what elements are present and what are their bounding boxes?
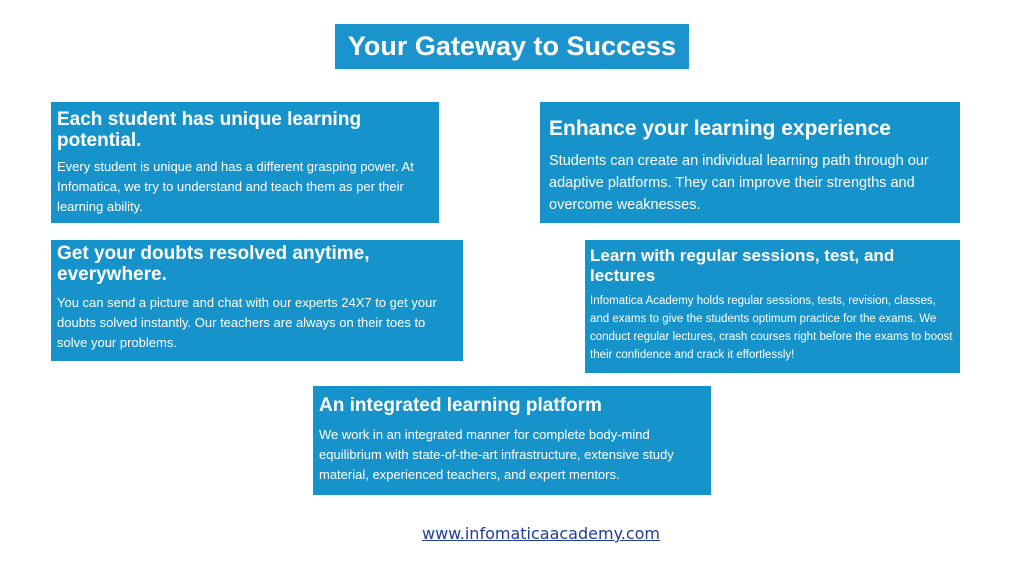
- card-heading: Enhance your learning experience: [549, 117, 891, 140]
- card-integrated-platform: An integrated learning platform We work …: [313, 386, 711, 495]
- card-heading: An integrated learning platform: [319, 395, 602, 416]
- card-heading: Each student has unique learning potenti…: [57, 109, 362, 151]
- card-body: Every student is unique and has a differ…: [57, 159, 414, 214]
- card-doubts-resolved: Get your doubts resolved anytime, everyw…: [51, 240, 463, 361]
- card-heading: Get your doubts resolved anytime, everyw…: [57, 243, 370, 285]
- slide-title: Your Gateway to Success: [335, 24, 689, 69]
- card-unique-potential: Each student has unique learning potenti…: [51, 102, 439, 223]
- website-link[interactable]: www.infomaticaacademy.com: [421, 524, 661, 543]
- card-heading: Learn with regular sessions, test, and l…: [590, 246, 895, 285]
- card-body: Infomatica Academy holds regular session…: [590, 295, 953, 361]
- card-body: We work in an integrated manner for comp…: [319, 427, 674, 482]
- card-enhance-experience: Enhance your learning experience Student…: [540, 102, 960, 223]
- card-body: You can send a picture and chat with our…: [57, 295, 437, 350]
- card-regular-sessions: Learn with regular sessions, test, and l…: [585, 240, 960, 373]
- card-body: Students can create an individual learni…: [549, 153, 929, 213]
